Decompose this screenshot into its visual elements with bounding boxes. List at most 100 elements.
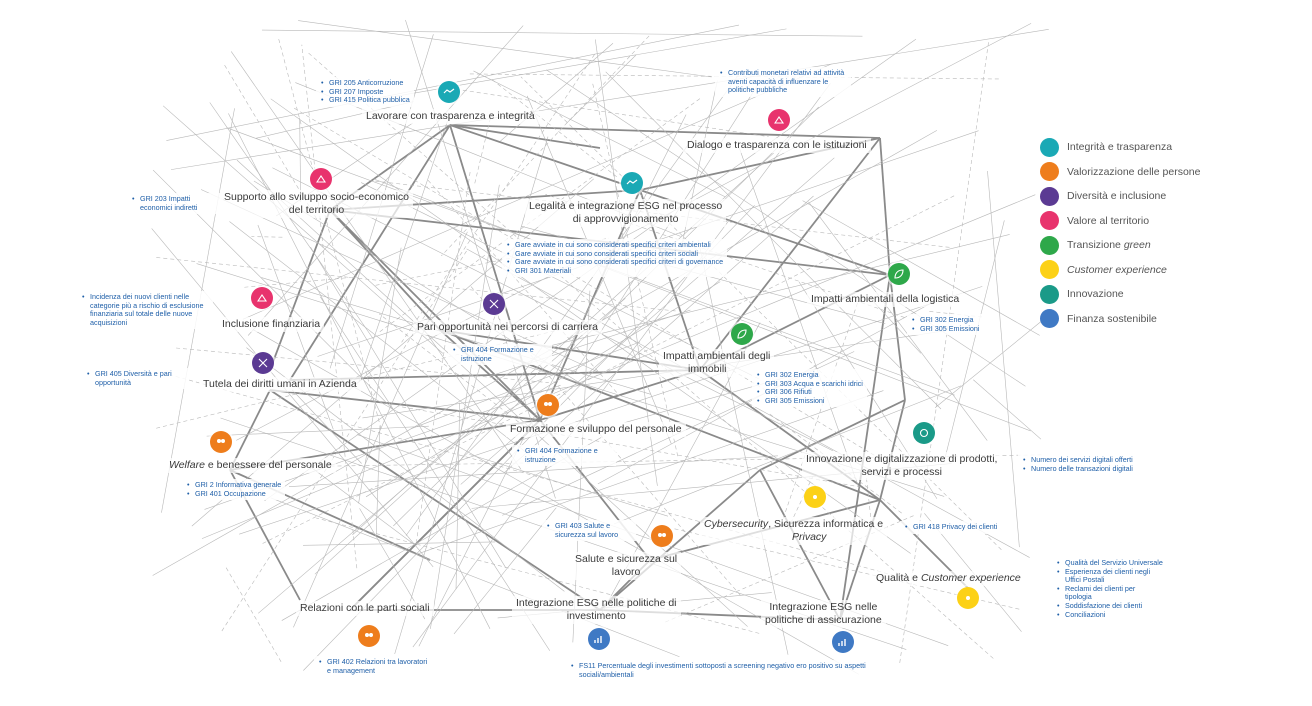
network-edge (605, 71, 942, 410)
network-edge (473, 118, 491, 186)
network-edge (699, 137, 881, 371)
node-salute[interactable] (651, 525, 673, 547)
finance-icon (594, 636, 602, 643)
gri-item: GRI 203 Impatti economici indiretti (132, 194, 219, 212)
node-assic[interactable] (832, 631, 854, 653)
network-edge (359, 121, 448, 382)
gri-box-pari: GRI 404 Formazione e istruzione (448, 344, 552, 366)
node-diritti[interactable] (252, 352, 274, 374)
people-icon (544, 402, 552, 406)
territory-icon (1040, 211, 1059, 231)
gri-box-inclusione: Incidenza dei nuovi clienti nelle catego… (77, 291, 213, 330)
topic-trasparenza: Lavorare con trasparenza e integrità (362, 109, 539, 124)
network-edge (378, 313, 531, 432)
node-invest[interactable] (588, 628, 610, 650)
network-edge (572, 290, 591, 643)
gri-item: GRI 305 Emissioni (757, 396, 863, 406)
topic-line-1: Integrazione ESG nelle (769, 601, 878, 613)
node-relazioni[interactable] (358, 625, 380, 647)
network-edge (224, 564, 282, 662)
gri-item: GRI 305 Emissioni (912, 324, 979, 334)
network-edge (987, 170, 1020, 548)
network-edge (298, 20, 712, 78)
node-pari[interactable] (483, 293, 505, 315)
topic-line-2: di approvvigionamento (572, 213, 679, 225)
gri-item: GRI 402 Relazioni tra lavoratori e manag… (319, 657, 430, 675)
node-trasparenza[interactable] (438, 81, 460, 103)
network-edge (879, 399, 906, 501)
territory-icon (315, 175, 327, 183)
node-immobili[interactable] (731, 323, 753, 345)
gri-box-supporto: GRI 203 Impatti economici indiretti (127, 193, 223, 215)
gri-list: GRI 405 Diversità e pari opportunità (86, 369, 184, 387)
node-legalita[interactable] (621, 172, 643, 194)
legend-item: Integrità e trasparenza (1040, 135, 1200, 160)
gri-list: GRI 302 EnergiaGRI 303 Acqua e scarichi … (756, 370, 863, 406)
topic-line-1: Innovazione e digitalizzazione di prodot… (806, 453, 998, 465)
topic-line-2: investimento (566, 610, 626, 622)
network-edge (239, 286, 983, 535)
handshake-icon (1040, 137, 1059, 157)
gri-item: Gare avviate in cui sono considerati spe… (507, 249, 723, 259)
network-edge (291, 389, 362, 464)
network-edge (206, 425, 429, 437)
network-edge (466, 248, 1030, 558)
topic-text: Qualità e (876, 572, 921, 584)
gri-list: FS11 Percentuale degli investimenti sott… (570, 661, 888, 679)
gri-item: Qualità del Servizio Universale (1057, 558, 1164, 568)
node-innovazione[interactable] (913, 422, 935, 444)
gri-item: GRI 207 Imposte (321, 87, 410, 97)
handshake-icon (626, 179, 638, 185)
network-edge (221, 250, 467, 632)
network-edge (808, 201, 988, 441)
gri-list: Numero dei servizi digitali offertiNumer… (1022, 455, 1133, 473)
topic-text: Pari opportunità nei percorsi di carrier… (417, 321, 598, 333)
gri-box-invest: FS11 Percentuale degli investimenti sott… (566, 660, 892, 682)
network-edge (316, 517, 760, 634)
node-inclusione[interactable] (251, 287, 273, 309)
topic-text: Impatti ambientali della logistica (811, 293, 960, 305)
gri-list: Gare avviate in cui sono considerati spe… (506, 240, 723, 275)
network-edge (151, 228, 434, 568)
network-edge (412, 83, 831, 648)
leaf-icon (894, 269, 904, 279)
people-icon (1040, 162, 1059, 182)
network-edge (329, 209, 541, 421)
node-logistica[interactable] (888, 263, 910, 285)
gri-box-legalita: Gare avviate in cui sono considerati spe… (502, 239, 728, 278)
topic-text: Formazione e sviluppo del personale (510, 423, 682, 435)
node-cyber[interactable] (804, 486, 826, 508)
topic-text: e benessere del personale (205, 459, 332, 471)
network-edge (453, 507, 557, 635)
node-formazione[interactable] (537, 394, 559, 416)
network-edge (599, 469, 761, 611)
legend-label: Finanza sostenibile (1067, 312, 1157, 325)
node-supporto[interactable] (310, 168, 332, 190)
topic-legalita: Legalità e integrazione ESG nel processo… (525, 199, 727, 227)
network-edge (544, 234, 1010, 348)
network-edge (288, 455, 778, 487)
network-edge (455, 88, 769, 138)
node-qualita[interactable] (957, 587, 979, 609)
network-edge (467, 73, 999, 80)
gri-box-innovazione: Numero dei servizi digitali offertiNumer… (1018, 454, 1137, 476)
network-edge (170, 29, 1049, 170)
topic-line-1: Legalità e integrazione ESG nel processo (529, 200, 723, 212)
legend-label: Diversità e inclusione (1067, 190, 1167, 203)
gri-box-qualita: Qualità del Servizio UniversaleEsperienz… (1052, 557, 1168, 622)
gri-box-trasparenza: GRI 205 AnticorruzioneGRI 207 ImposteGRI… (316, 77, 414, 107)
network-edge (303, 541, 496, 546)
gri-item: FS11 Percentuale degli investimenti sott… (571, 661, 888, 679)
gri-box-welfare: GRI 2 Informativa generaleGRI 401 Occupa… (182, 479, 286, 501)
leaf-icon (1040, 235, 1059, 255)
innovation-icon (919, 428, 929, 438)
gri-box-dialogo: Contributi monetari relativi ad attività… (715, 67, 851, 97)
network-edge (201, 194, 1036, 539)
gri-box-relazioni: GRI 402 Relazioni tra lavoratori e manag… (314, 656, 434, 678)
node-dialogo[interactable] (768, 109, 790, 131)
topic-text: Relazioni con le parti sociali (300, 602, 430, 614)
legend-label: Transizione green (1067, 239, 1151, 252)
network-edge (224, 64, 318, 221)
node-welfare[interactable] (210, 431, 232, 453)
